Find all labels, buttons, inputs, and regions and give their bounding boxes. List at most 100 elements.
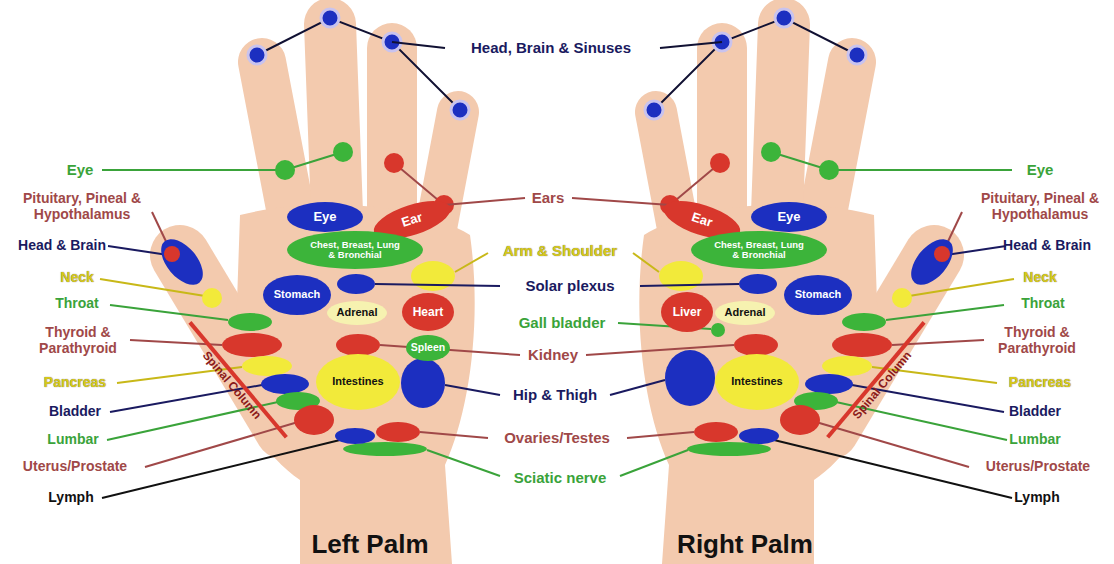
leader-line xyxy=(627,432,694,438)
point-label: Pituitary, Pineal & Hypothalamus xyxy=(18,191,146,222)
point-label: Kidney xyxy=(528,347,578,364)
reflex-dot xyxy=(734,334,778,356)
reflex-dot xyxy=(401,358,445,408)
palm-caption: Right Palm xyxy=(677,530,813,559)
leader-line xyxy=(102,169,285,171)
leader-line xyxy=(829,169,1012,171)
zone-text: Heart xyxy=(413,306,444,319)
reflex-dot xyxy=(451,101,469,119)
point-label: Pancreas xyxy=(1009,375,1071,391)
point-label: Hip & Thigh xyxy=(513,387,597,404)
reflex-dot xyxy=(384,153,404,173)
point-label: Lumbar xyxy=(47,432,98,448)
leader-line xyxy=(572,198,670,205)
leader-line xyxy=(420,432,488,438)
reflex-dot xyxy=(228,313,272,331)
point-label: Arm & Shoulder xyxy=(503,243,617,260)
leader-line xyxy=(892,340,984,345)
reflex-dot xyxy=(153,232,211,293)
point-label: Lymph xyxy=(1014,490,1059,506)
reflex-dot xyxy=(711,323,725,337)
reflex-dot xyxy=(805,374,853,394)
leader-line xyxy=(108,246,168,255)
reflex-dot xyxy=(376,422,420,442)
leader-line xyxy=(816,422,969,467)
side-specific-dots xyxy=(401,323,725,408)
reflex-dot xyxy=(822,356,872,376)
zone-text: Spleen xyxy=(411,342,445,353)
reflex-zone: Chest, Breast, Lung & Bronchial xyxy=(287,231,423,269)
leader-line xyxy=(654,18,857,110)
leader-line xyxy=(444,198,525,205)
zone-text: Chest, Breast, Lung & Bronchial xyxy=(309,240,401,260)
point-label: Uterus/Prostate xyxy=(986,459,1090,475)
reflex-dot xyxy=(411,261,455,291)
zone-text: Adrenal xyxy=(337,307,378,319)
reflex-dot xyxy=(321,9,339,27)
finger-leaders xyxy=(100,18,460,498)
leader-line xyxy=(946,246,1006,255)
reflex-dot xyxy=(739,274,777,294)
leader-line xyxy=(455,253,488,272)
reflex-zone: Chest, Breast, Lung & Bronchial xyxy=(691,231,827,269)
point-label: Eye xyxy=(67,162,94,179)
point-label: Gall bladder xyxy=(519,315,606,332)
point-label: Bladder xyxy=(1009,404,1061,420)
reflex-dot xyxy=(248,46,266,64)
leader-line xyxy=(130,340,222,345)
reflex-zone: Stomach xyxy=(263,275,331,315)
reflex-dot xyxy=(739,428,779,444)
reflex-dot xyxy=(892,288,912,308)
reflex-zone: Intestines xyxy=(715,354,799,410)
point-label: Thyroid & Parathyroid xyxy=(982,325,1092,356)
zone-text: Intestines xyxy=(332,376,383,388)
center-leaders xyxy=(375,42,739,476)
zone-text: Adrenal xyxy=(725,307,766,319)
reflex-zone: Spleen xyxy=(406,335,450,361)
leader-line xyxy=(774,440,1012,498)
leader-line xyxy=(145,422,298,467)
reflex-dot xyxy=(761,142,781,162)
reflex-zone: Adrenal xyxy=(715,301,775,325)
left-hand xyxy=(100,9,475,564)
zone-text: Ear xyxy=(690,210,714,229)
leader-line xyxy=(586,345,734,355)
reflex-zone: Intestines xyxy=(316,354,400,410)
reflex-dot xyxy=(780,405,820,435)
reflex-dot xyxy=(242,356,292,376)
zone-text: Stomach xyxy=(795,289,841,301)
reflex-dot xyxy=(202,288,222,308)
reflex-dot xyxy=(934,246,950,262)
reflex-dots xyxy=(153,9,469,456)
reflex-dot xyxy=(775,9,793,27)
reflex-dot xyxy=(645,101,663,119)
point-label: Head & Brain xyxy=(18,238,106,254)
point-label: Ovaries/Testes xyxy=(504,430,610,447)
reflex-dot xyxy=(665,350,715,406)
zone-text: Chest, Breast, Lung & Bronchial xyxy=(713,240,805,260)
zone-text: Intestines xyxy=(731,376,782,388)
point-label: Thyroid & Parathyroid xyxy=(23,325,133,356)
palm xyxy=(639,205,879,564)
reflex-zone: Eye xyxy=(751,202,827,232)
reflex-dot xyxy=(337,274,375,294)
reflex-dot xyxy=(164,246,180,262)
right-hand xyxy=(639,9,1014,564)
palm xyxy=(235,205,475,564)
point-label: Lymph xyxy=(48,490,93,506)
reflex-zone: Liver xyxy=(661,292,713,332)
point-label: Uterus/Prostate xyxy=(23,459,127,475)
point-label: Neck xyxy=(60,270,93,286)
point-label: Neck xyxy=(1023,270,1056,286)
reflex-dot xyxy=(333,142,353,162)
fingers xyxy=(180,24,458,430)
reflex-zone: Stomach xyxy=(784,275,852,315)
reflex-dot xyxy=(848,46,866,64)
leader-line xyxy=(427,450,500,476)
reflex-dot xyxy=(903,232,961,293)
zone-text: Eye xyxy=(313,210,336,224)
leader-line xyxy=(445,385,500,395)
reflex-dot xyxy=(343,442,427,456)
point-label: Eye xyxy=(1027,162,1054,179)
